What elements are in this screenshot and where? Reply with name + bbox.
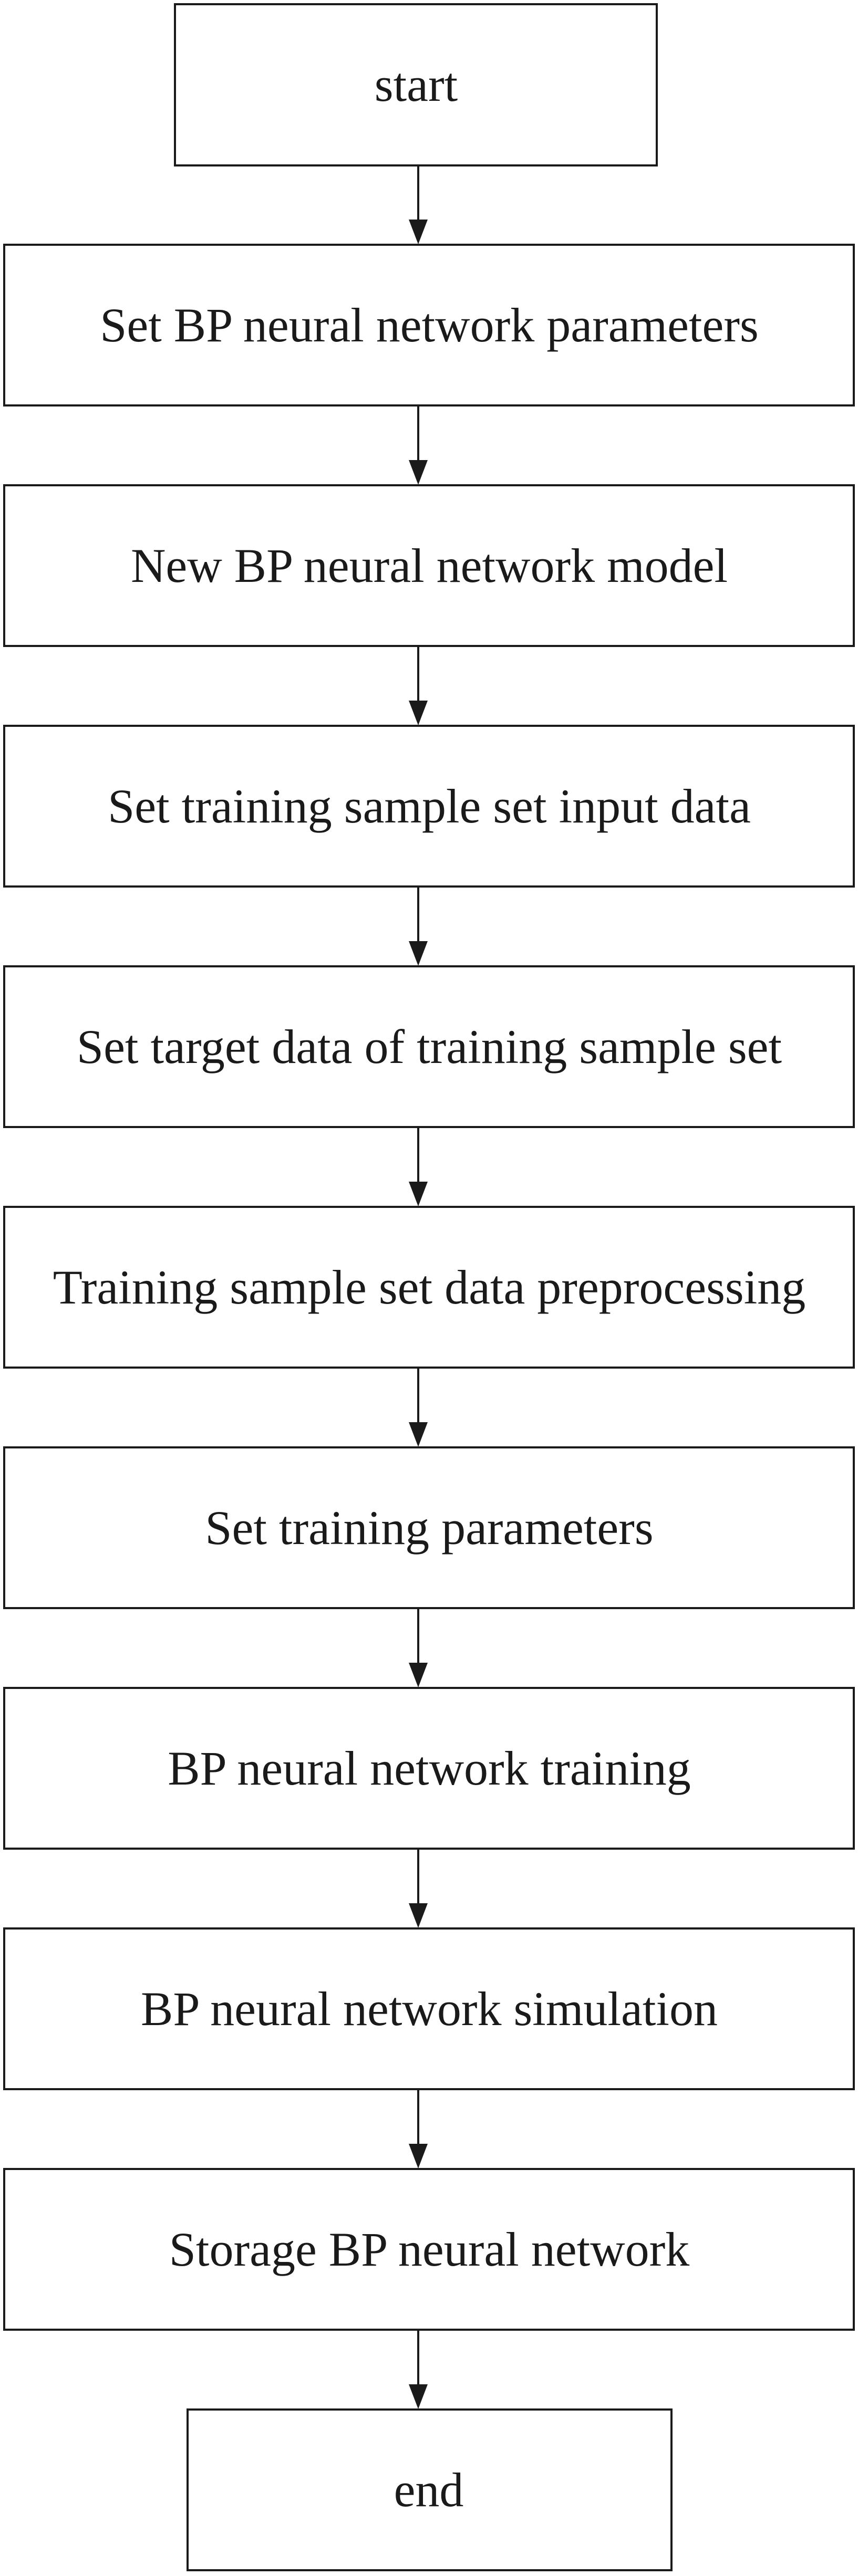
step-label: Set BP neural network parameters <box>100 298 759 352</box>
step-label: start <box>375 58 458 111</box>
flow-step-storage-bp: Storage BP neural network <box>3 2168 855 2331</box>
step-label: Storage BP neural network <box>169 2223 689 2276</box>
process-box <box>3 2168 855 2331</box>
flow-step-start: start <box>174 3 658 166</box>
flow-step-bp-training: BP neural network training <box>3 1687 855 1850</box>
step-label: end <box>394 2463 464 2517</box>
process-box <box>3 1687 855 1850</box>
connector-arrow <box>409 887 428 966</box>
flow-step-training-preprocessing: Training sample set data preprocessing <box>3 1206 855 1369</box>
connector-arrow <box>409 1849 428 1928</box>
flow-step-end: end <box>187 2408 673 2571</box>
process-box <box>3 1927 855 2090</box>
connector-arrow <box>409 2330 428 2409</box>
step-label: BP neural network simulation <box>141 1982 718 2036</box>
connector-arrow <box>409 646 428 725</box>
connector-arrow <box>409 165 428 244</box>
terminal-box-start <box>174 3 658 166</box>
step-label: New BP neural network model <box>131 539 728 592</box>
connector-arrow <box>409 1368 428 1447</box>
process-box <box>3 1446 855 1609</box>
terminal-box-end <box>187 2408 673 2571</box>
step-label: Training sample set data preprocessing <box>53 1260 806 1314</box>
process-box <box>3 244 855 406</box>
process-box <box>3 1206 855 1369</box>
connector-arrow <box>409 405 428 485</box>
connector-arrow <box>409 2089 428 2168</box>
step-label: Set target data of training sample set <box>77 1020 782 1073</box>
flow-step-set-target-data: Set target data of training sample set <box>3 965 855 1128</box>
process-box <box>3 484 855 647</box>
flow-step-set-training-input: Set training sample set input data <box>3 725 855 888</box>
flow-step-new-bp-model: New BP neural network model <box>3 484 855 647</box>
process-box <box>3 965 855 1128</box>
flow-step-set-bp-parameters: Set BP neural network parameters <box>3 244 855 406</box>
step-label: BP neural network training <box>168 1741 691 1795</box>
flow-step-bp-simulation: BP neural network simulation <box>3 1927 855 2090</box>
connector-arrow <box>409 1127 428 1206</box>
connector-arrow <box>409 1608 428 1687</box>
step-label: Set training parameters <box>205 1501 653 1555</box>
process-box <box>3 725 855 888</box>
step-label: Set training sample set input data <box>108 779 751 833</box>
flow-step-set-training-parameters: Set training parameters <box>3 1446 855 1609</box>
